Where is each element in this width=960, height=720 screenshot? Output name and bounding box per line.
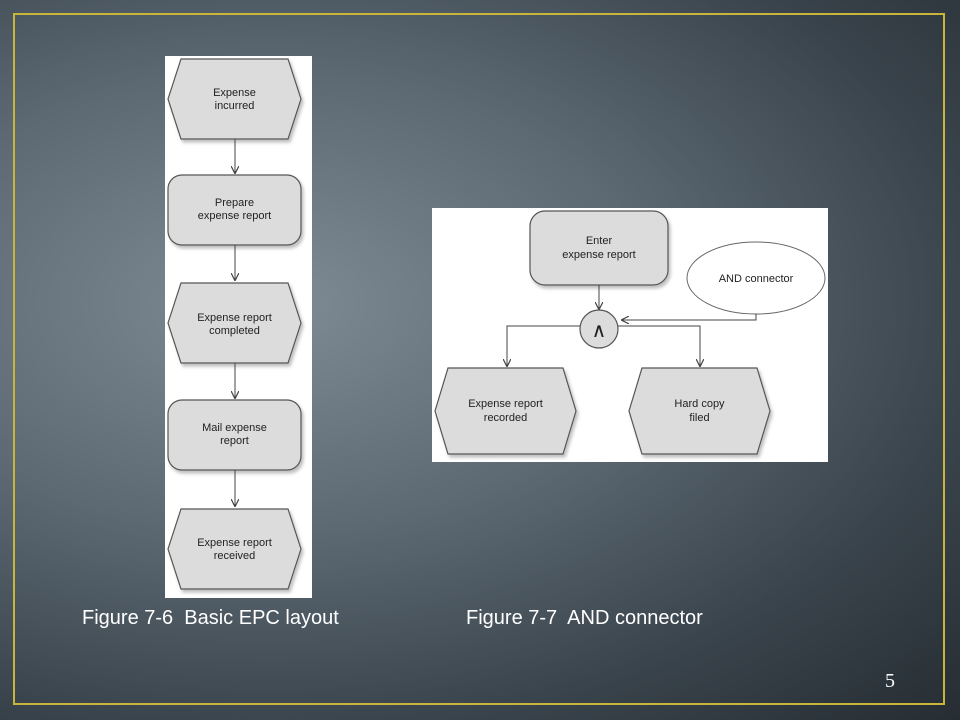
function-prepare-expense-report: Prepare expense report	[167, 174, 302, 246]
function-label-line2: expense report	[562, 249, 635, 261]
event-expense-incurred: Expense incurred	[167, 58, 302, 140]
event-expense-report-completed: Expense report completed	[167, 282, 302, 364]
epc-and-connector-figure: Enter expense report AND connector ∧ Exp…	[432, 208, 828, 462]
function-label-line1: Mail expense	[202, 422, 267, 434]
event-hard-copy-filed: Hard copy filed	[628, 367, 771, 455]
event-expense-report-recorded: Expense report recorded	[434, 367, 577, 455]
event-label-line1: Expense report	[468, 398, 543, 410]
function-mail-expense-report: Mail expense report	[167, 399, 302, 471]
event-label-line1: Hard copy	[674, 398, 725, 410]
event-label-line1: Expense report	[197, 312, 272, 324]
annotation-label: AND connector	[719, 273, 794, 285]
figure-7-6-caption: Figure 7-6 Basic EPC layout	[82, 607, 339, 629]
epc-basic-layout-figure: Expense incurred Prepare expense report …	[165, 56, 312, 598]
event-label-line2: received	[214, 550, 256, 562]
event-label-line1: Expense report	[197, 537, 272, 549]
flow-arrow-left	[507, 325, 580, 366]
event-label-line2: completed	[209, 325, 260, 337]
function-label-line1: Enter	[586, 235, 613, 247]
event-label-line1: Expense	[213, 87, 256, 99]
event-label-line2: filed	[689, 412, 709, 424]
function-label-line2: report	[220, 435, 249, 447]
and-symbol: ∧	[592, 318, 607, 342]
function-label-line1: Prepare	[215, 197, 254, 209]
function-enter-expense-report: Enter expense report	[529, 210, 669, 286]
and-connector-annotation: AND connector	[686, 241, 826, 315]
event-expense-report-received: Expense report received	[167, 508, 302, 590]
slide-frame	[13, 13, 945, 705]
function-label-line2: expense report	[198, 210, 271, 222]
flow-arrow-right	[618, 325, 700, 366]
figure-7-7-caption: Figure 7-7 AND connector	[466, 607, 703, 629]
epc-basic-diagram: Expense incurred Prepare expense report …	[167, 58, 302, 590]
event-label-line2: recorded	[484, 412, 527, 424]
annotation-pointer-arrow	[622, 314, 757, 320]
event-label-line2: incurred	[215, 100, 255, 112]
and-connector-node: ∧	[579, 309, 619, 349]
epc-and-connector-diagram: Enter expense report AND connector ∧ Exp…	[434, 210, 826, 455]
slide-page-number: 5	[885, 670, 895, 692]
